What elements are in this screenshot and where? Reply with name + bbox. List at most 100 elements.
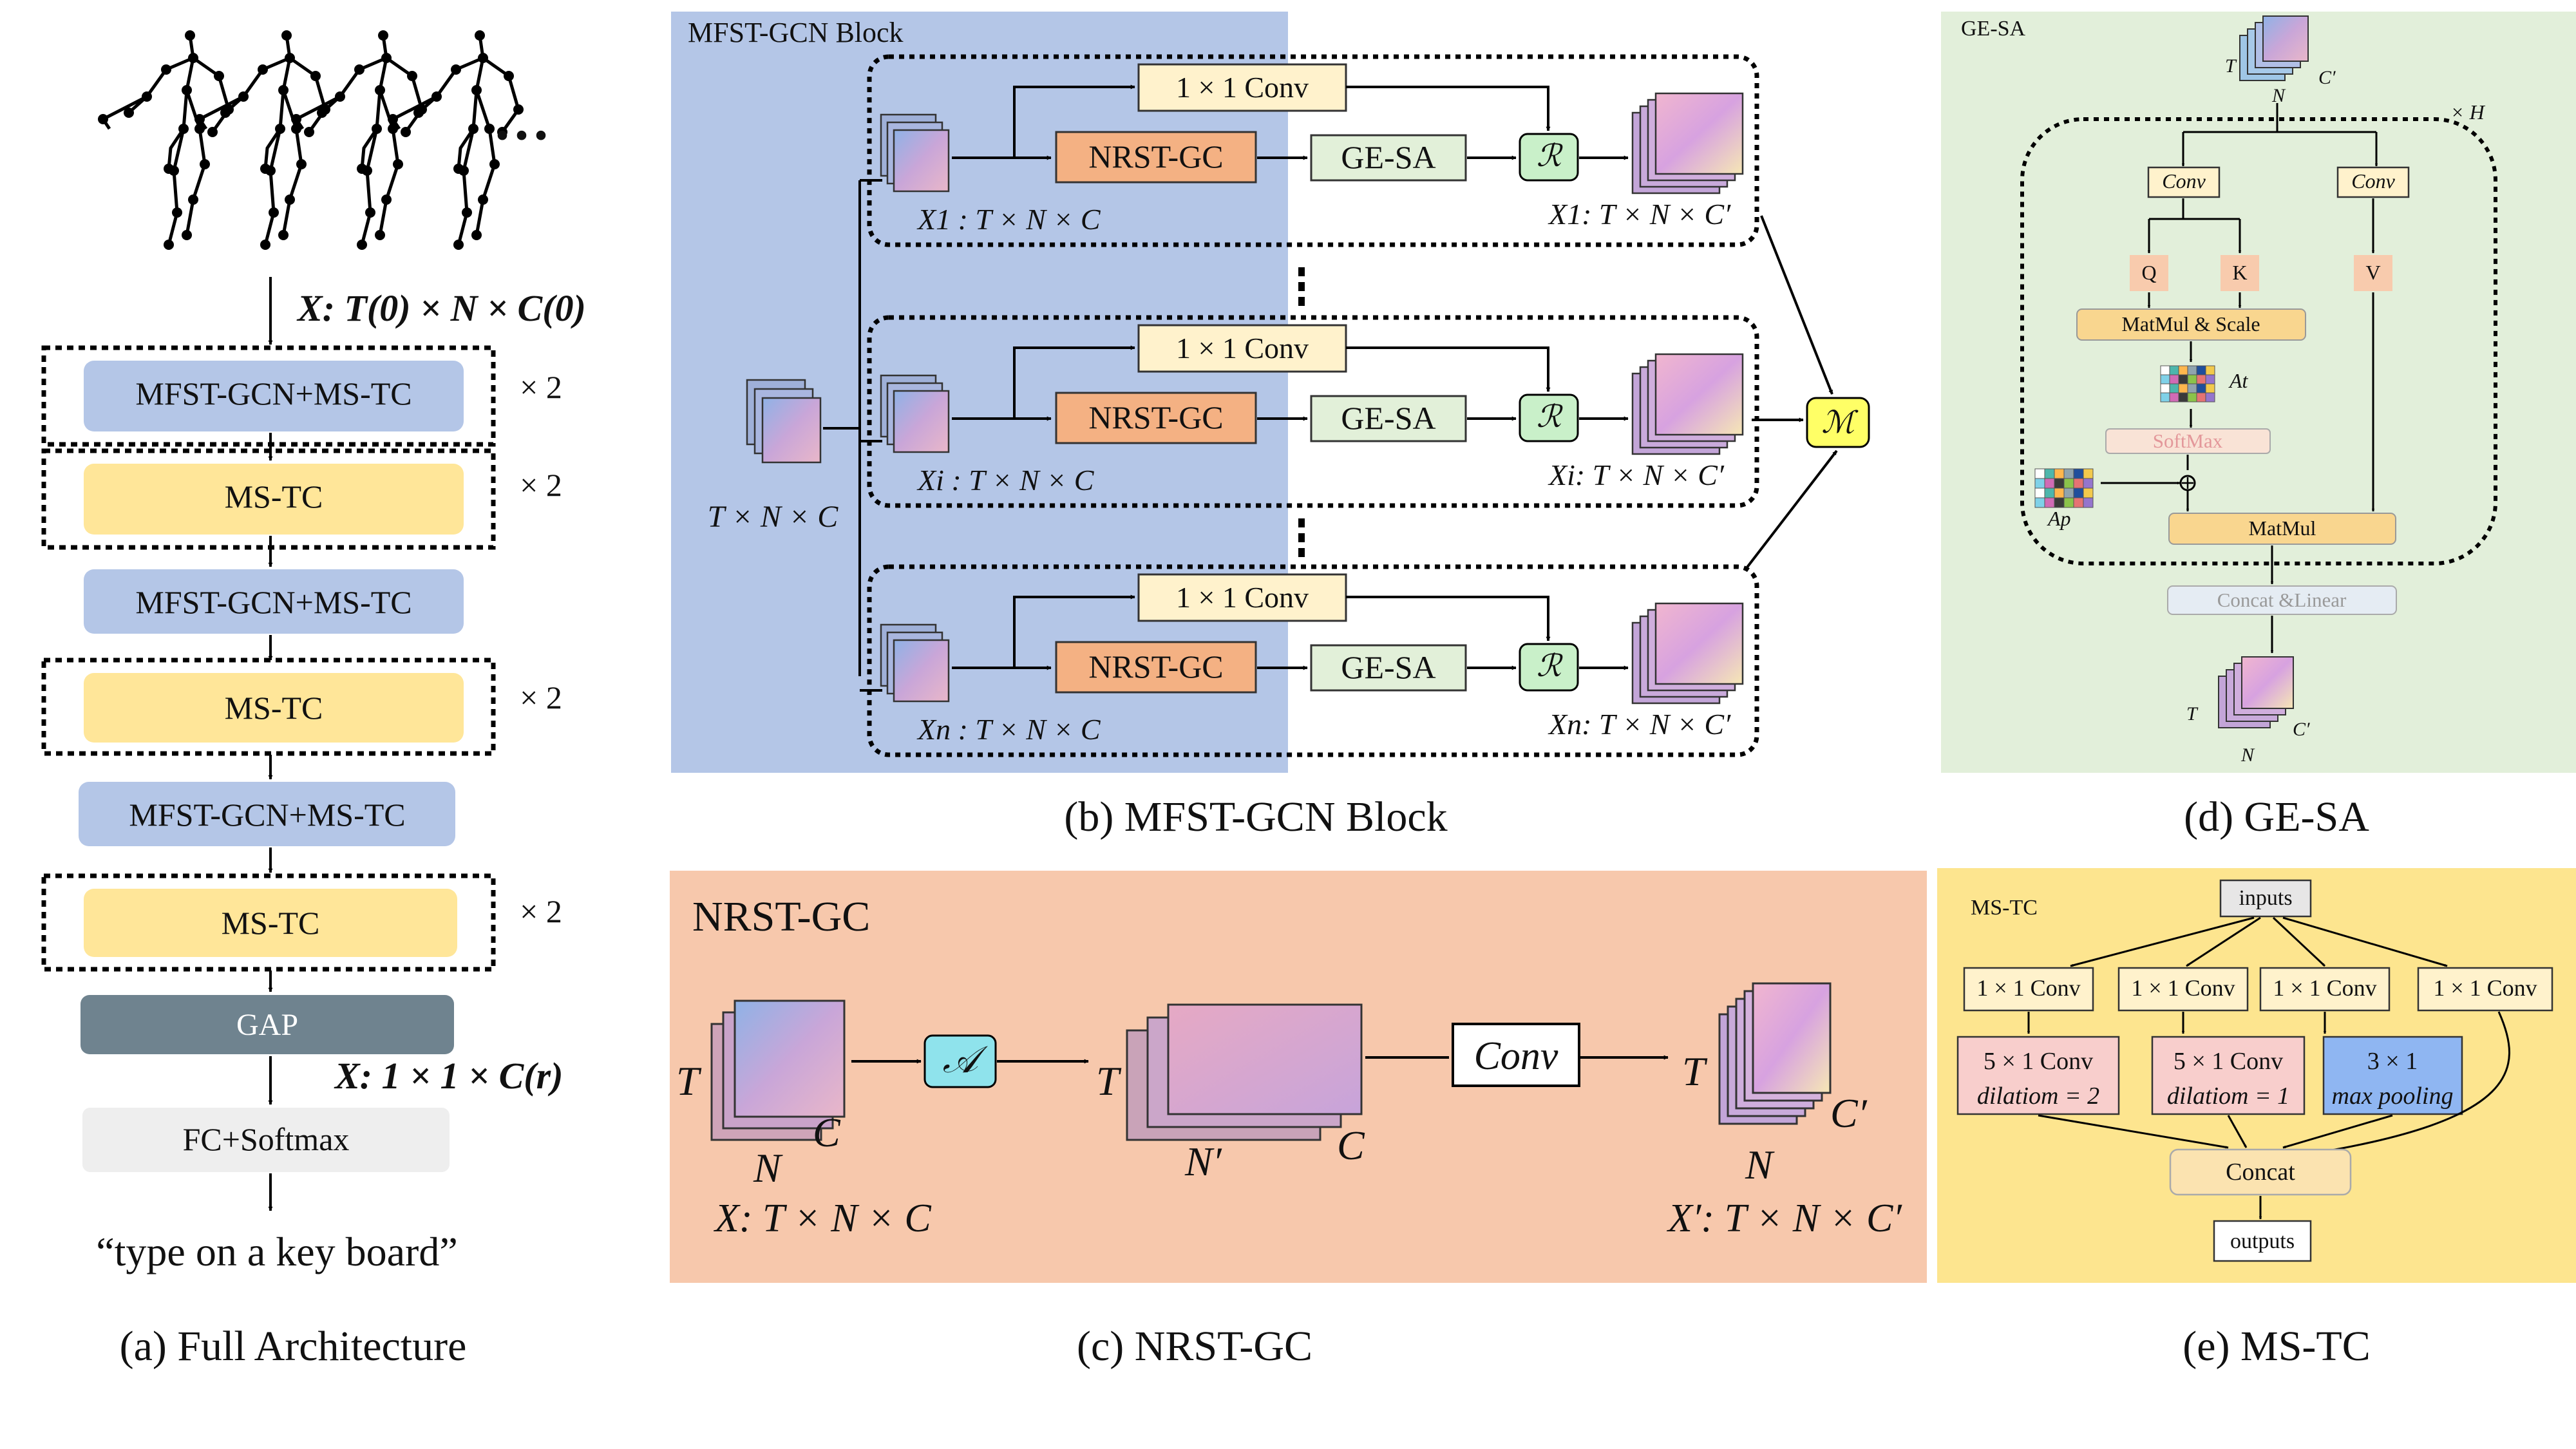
softmax-block — [2105, 428, 2271, 454]
arrow-merge — [1745, 450, 1838, 569]
matrix-cell — [2063, 478, 2074, 489]
op-line1: 5 × 1 Conv — [2174, 1048, 2283, 1075]
ge-sa-block — [1310, 134, 1467, 182]
conv-label: Conv — [2162, 169, 2206, 193]
repeat-group-box — [41, 345, 496, 447]
op-line1: 5 × 1 Conv — [1984, 1048, 2093, 1075]
matrix-cell — [2178, 374, 2188, 384]
matrix-cell — [2044, 478, 2055, 489]
conv-1x1-label: 1 × 1 Conv — [2433, 975, 2537, 1001]
branch-input-tensor — [893, 390, 950, 453]
conv-1x1-label: 1 × 1 Conv — [1176, 71, 1309, 104]
matrix-cell — [2160, 383, 2170, 393]
q-block — [2130, 255, 2168, 291]
conv-1x1-block — [1137, 63, 1347, 112]
matrix-cell — [2169, 383, 2179, 393]
multi-head-group-box — [2020, 117, 2497, 565]
axis-n: N — [1745, 1142, 1775, 1188]
arrow-skip — [1013, 84, 1135, 158]
matrix-cell — [2205, 383, 2215, 393]
matrix-cell — [2196, 392, 2206, 402]
repeat-group-box — [41, 658, 496, 756]
arrow — [2227, 1115, 2248, 1148]
v-block — [2354, 255, 2392, 291]
matrix-cell — [2054, 468, 2065, 479]
panel-d-ge-sa: GE-SA T C′ N × H Conv Conv Q K V — [1941, 12, 2576, 773]
axis-t: T — [676, 1058, 702, 1104]
matrix-cell — [2044, 497, 2055, 508]
op-line2: max pooling — [2332, 1083, 2454, 1110]
ms-tc-stage — [84, 889, 457, 957]
axis-n: N — [2271, 85, 2286, 106]
merge-operator-symbol: ℳ — [1821, 406, 1859, 440]
concat-label: Concat — [2226, 1159, 2295, 1186]
arrow — [2282, 1114, 2393, 1149]
matmul-block — [2168, 513, 2396, 545]
matrix-cell — [2160, 392, 2170, 402]
matrix-cell — [2083, 478, 2094, 489]
conv-1x1-label: 1 × 1 Conv — [2273, 975, 2376, 1001]
caption-c: (c) NRST-GC — [1077, 1323, 1312, 1370]
branch-group-box — [867, 315, 1759, 508]
repeat-group-box — [41, 448, 496, 550]
repeat-count: × 2 — [520, 679, 562, 715]
panel-c-title: NRST-GC — [692, 893, 870, 940]
conv-1x1-block — [1137, 573, 1347, 622]
add-operator — [2179, 475, 2196, 491]
residual-operator-node — [1519, 133, 1579, 182]
matrix-cell — [2044, 468, 2055, 479]
matrix-cell — [2187, 392, 2197, 402]
matrix-cell — [2187, 383, 2197, 393]
axis-c: C — [813, 1110, 841, 1155]
input-dims-label: T × N × C — [708, 500, 839, 534]
matrix-cell — [2034, 468, 2045, 479]
matrix-cell — [2160, 365, 2170, 375]
panel-a-full-architecture: ··· X: T(0) × N × C(0) MFST-GCN+MS-TC × … — [41, 30, 586, 1370]
ms-tc-stage — [84, 673, 464, 743]
concat-linear-block — [2167, 585, 2397, 615]
op-line1: 3 × 1 — [2367, 1048, 2418, 1075]
matrix-cell — [2054, 478, 2065, 489]
input-shape-label: X: T(0) × N × C(0) — [296, 287, 586, 329]
branch-input-label: Xn : T × N × C — [916, 713, 1101, 746]
matrix-cell — [2187, 365, 2197, 375]
conv-1x1-block — [2117, 967, 2249, 1012]
nrst-gc-block — [1055, 641, 1257, 694]
branch-group-box — [867, 54, 1759, 247]
ellipsis-more-frames: ··· — [493, 104, 551, 167]
branch-output-label: X1: T × N × C′ — [1548, 198, 1731, 231]
arrow-skip — [2308, 1011, 2510, 1155]
branch-input-tensor — [893, 639, 950, 703]
axis-c-prime: C′ — [2293, 719, 2310, 740]
k-label: K — [2232, 261, 2247, 284]
vertical-ellipsis — [1298, 267, 1305, 557]
conv-1x1-block — [2259, 967, 2391, 1012]
input-tensor — [746, 379, 822, 464]
ge-sa-block — [1310, 644, 1467, 692]
residual-operator-node — [1519, 393, 1579, 442]
nrst-gc-label: NRST-GC — [1088, 649, 1223, 685]
panel-e-title: MS-TC — [1971, 896, 2038, 920]
matrix-cell — [2196, 383, 2206, 393]
nrst-gc-block — [1055, 392, 1257, 444]
axis-n-prime: N′ — [1184, 1139, 1222, 1184]
fc-softmax-layer — [82, 1108, 450, 1172]
matmul-label: MatMul — [2249, 516, 2316, 540]
branch-group-box — [867, 564, 1759, 757]
arrow-skip — [1013, 594, 1135, 668]
input-label: X: T × N × C — [713, 1197, 931, 1240]
op-line2: dilatiom = 1 — [2167, 1083, 2289, 1110]
caption-a: (a) Full Architecture — [120, 1323, 467, 1370]
caption-e: (e) MS-TC — [2183, 1323, 2370, 1370]
matrix-cell — [2063, 468, 2074, 479]
input-tensor — [710, 999, 846, 1141]
heads-count: × H — [2450, 100, 2486, 124]
matrix-cell — [2063, 488, 2074, 498]
axis-n: N — [2240, 744, 2255, 766]
arrow-skip — [1013, 345, 1135, 419]
matrix-cell — [2063, 497, 2074, 508]
matrix-cell — [2178, 392, 2188, 402]
stage-label: MS-TC — [225, 478, 323, 515]
arrow — [2272, 916, 2326, 967]
arrow — [2186, 916, 2261, 967]
